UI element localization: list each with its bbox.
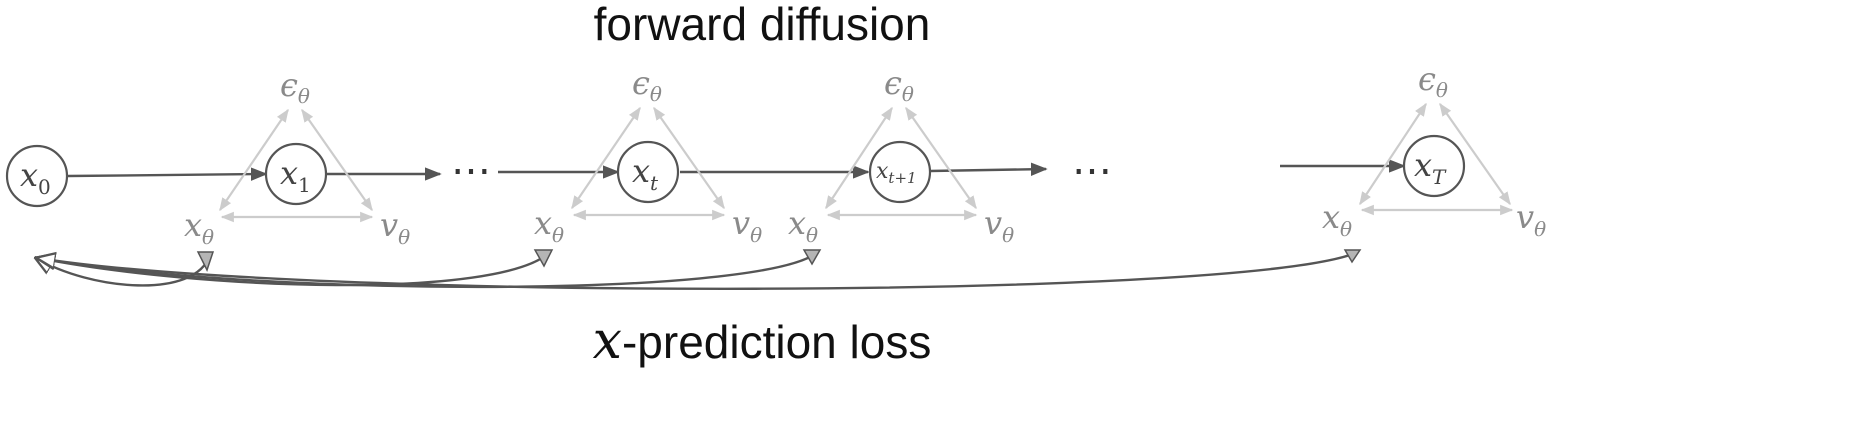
svg-text:xT: xT (1414, 146, 1447, 189)
svg-text:x0: x0 (20, 156, 51, 199)
eps-label-t: ϵθ (632, 64, 662, 106)
triangle-t (571, 106, 726, 221)
loss-arrow-from-xtheta-T (38, 250, 1359, 290)
node-xt1: xt+1 (868, 140, 932, 204)
svg-text:xt+1: xt+1 (876, 159, 917, 187)
node-x1: x1 (264, 142, 328, 206)
eps-label-1: ϵθ (280, 66, 310, 108)
eps-label-t1: ϵθ (884, 64, 914, 106)
tri-t1-eps-x (825, 106, 893, 210)
node-xt-base: x (632, 152, 650, 190)
tri-1-eps-v (301, 108, 373, 212)
eps-label-T: ϵθ (1418, 60, 1448, 102)
tri-1-eps-x (219, 108, 289, 212)
node-xt1-base: x (876, 159, 889, 184)
xtheta-label-1: xθ (184, 206, 214, 249)
loss-tab-T (1343, 249, 1362, 264)
xtheta-label-T: xθ (1322, 198, 1352, 241)
loss-tab-1 (196, 251, 215, 272)
tri-t1-eps-v (905, 106, 977, 210)
xtheta-label-t1: xθ (788, 204, 818, 247)
node-x1-sub: 1 (298, 173, 311, 197)
ellipsis-1: ⋯ (451, 149, 491, 193)
vtheta-label-1: vθ (380, 206, 410, 249)
loss-arrows (36, 249, 1362, 290)
node-xt1-circle (868, 140, 932, 204)
diagram-caption: x-prediction loss (593, 311, 932, 371)
node-xT-base: x (1414, 146, 1432, 184)
triangle-T (1359, 102, 1514, 216)
caption-symbol: x (593, 311, 622, 371)
node-xt: xt (616, 140, 680, 204)
node-xT: xT (1402, 134, 1466, 198)
node-x0-base: x (20, 156, 38, 194)
node-xt1-sub: t+1 (888, 169, 916, 187)
node-x0: x0 (5, 144, 69, 208)
caption-text: -prediction loss (622, 316, 931, 368)
tri-t-eps-v (653, 106, 725, 210)
node-xt-circle (616, 140, 680, 204)
svg-text:x1: x1 (280, 154, 311, 197)
svg-text:xt: xt (632, 152, 659, 195)
tri-T-eps-x (1359, 102, 1427, 206)
node-xT-circle (1402, 134, 1466, 198)
forward-arrow-x0-x1 (67, 167, 268, 181)
xtheta-label-t: xθ (534, 204, 564, 247)
node-x0-sub: 0 (38, 175, 51, 199)
node-xt-sub: t (650, 171, 659, 195)
tri-t-eps-x (571, 106, 641, 210)
vtheta-label-t: vθ (732, 204, 762, 247)
loss-tab-t (533, 249, 554, 268)
tri-T-eps-v (1439, 102, 1511, 206)
node-xT-sub: T (1432, 165, 1447, 189)
node-x1-circle (264, 142, 328, 206)
node-x0-circle (5, 144, 69, 208)
triangle-1 (219, 108, 374, 223)
loss-arrow-from-xtheta-1 (36, 254, 212, 287)
vtheta-label-t1: vθ (984, 204, 1014, 247)
vtheta-label-T: vθ (1516, 198, 1546, 241)
diagram-title: forward diffusion (594, 0, 931, 50)
loss-tab-t1 (802, 249, 822, 266)
forward-arrow-xt1-dots (929, 162, 1048, 176)
ellipsis-2: ⋯ (1072, 149, 1112, 193)
node-x1-base: x (280, 154, 298, 192)
triangle-t1 (825, 106, 978, 221)
